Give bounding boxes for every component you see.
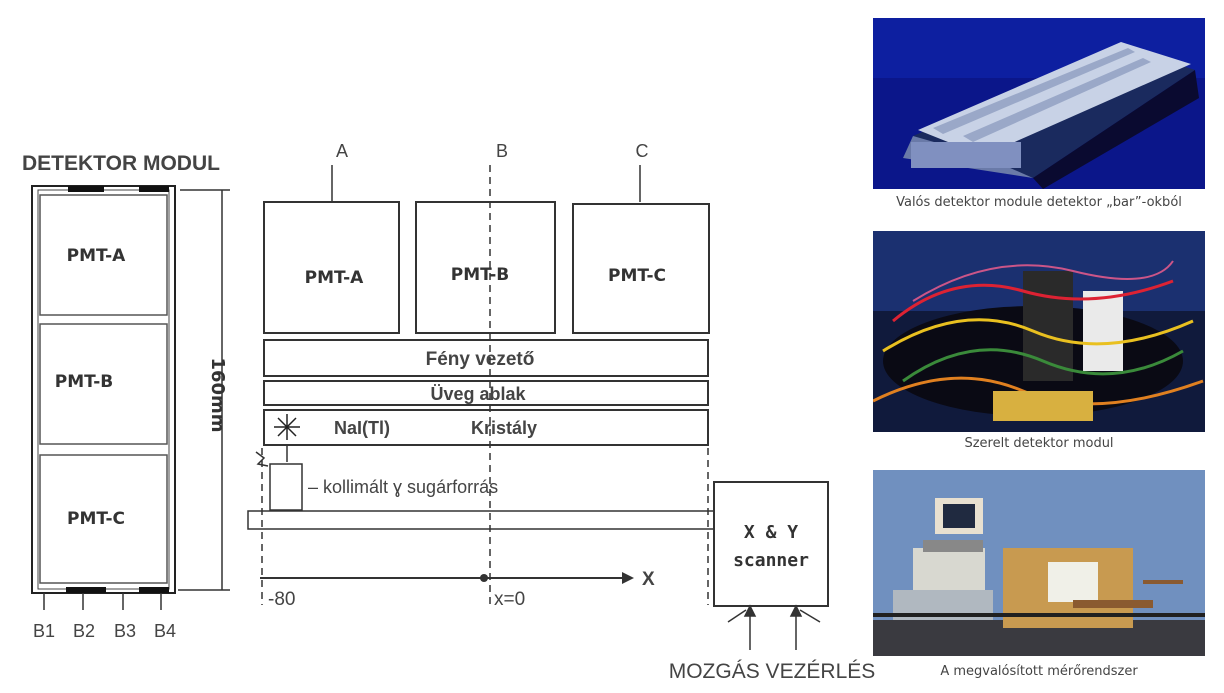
glass-window-label: Üveg ablak	[430, 384, 526, 404]
photo-caption-1: Valós detektor module detektor „bar”-okb…	[896, 195, 1182, 210]
scanner-table	[247, 510, 719, 530]
letter-c: C	[636, 141, 649, 161]
xy-scanner: X & Y scanner	[713, 481, 829, 607]
section-pmt-a-label: PMT-A	[305, 268, 365, 288]
dashed-guides	[261, 165, 709, 605]
photo-caption-2: Szerelt detektor modul	[964, 436, 1114, 451]
section-pmt-b: PMT-B	[415, 201, 556, 334]
axis-label-x: X	[642, 569, 655, 590]
module-pmt-b-label: PMT-B	[55, 372, 114, 392]
assembled-module-picture	[873, 231, 1205, 432]
section-pmt-b-label: PMT-B	[451, 265, 510, 285]
light-guide-label: Fény vezető	[426, 349, 535, 370]
crystal: NaI(Tl) Kristály	[263, 409, 709, 446]
motion-control-label: MOZGÁS VEZÉRLÉS	[669, 660, 876, 683]
photo-caption-3: A megvalósított mérőrendszer	[940, 664, 1138, 679]
module-pmt-a: PMT-A	[39, 194, 168, 316]
tick-center: x=0	[494, 589, 525, 610]
scintillation-star-icon	[274, 414, 300, 440]
module-frame	[31, 185, 176, 594]
control-arrows	[727, 604, 821, 650]
label-b4: B4	[154, 621, 176, 641]
module-pmt-a-label: PMT-A	[67, 246, 127, 266]
x-axis	[260, 572, 634, 584]
tick-left: -80	[268, 589, 295, 610]
top-leads	[331, 165, 641, 202]
detector-bars-picture	[873, 18, 1205, 189]
module-pmt-c-label: PMT-C	[67, 509, 125, 529]
crystal-label-right: Kristály	[471, 418, 537, 438]
dimension-line	[178, 189, 230, 591]
scanner-line1: X & Y	[744, 522, 798, 543]
bottom-ticks	[43, 593, 162, 610]
label-b1: B1	[33, 621, 55, 641]
light-guide: Fény vezető	[263, 339, 709, 377]
module-title: DETEKTOR MODUL	[22, 152, 220, 175]
photo-detector-bars	[873, 18, 1205, 189]
letter-b: B	[496, 141, 508, 161]
scanner-line2: scanner	[733, 550, 809, 571]
crystal-label-left: NaI(Tl)	[334, 418, 390, 438]
section-pmt-c-label: PMT-C	[608, 266, 666, 286]
dimension-label: 160mm	[207, 357, 228, 432]
collimated-source: – kollimált ɣ sugárforrás	[269, 463, 498, 511]
module-pmt-c: PMT-C	[39, 454, 168, 584]
photo-measurement-system	[873, 470, 1205, 656]
module-pmt-b: PMT-B	[39, 323, 168, 445]
source-label: – kollimált ɣ sugárforrás	[308, 477, 498, 497]
label-b3: B3	[114, 621, 136, 641]
letter-a: A	[336, 141, 348, 161]
measurement-system-picture	[873, 470, 1205, 656]
section-pmt-c: PMT-C	[572, 203, 710, 334]
section-pmt-a: PMT-A	[263, 201, 400, 334]
gamma-ray	[255, 445, 288, 467]
label-b2: B2	[73, 621, 95, 641]
photo-assembled-module	[873, 231, 1205, 432]
glass-window: Üveg ablak	[263, 380, 709, 406]
